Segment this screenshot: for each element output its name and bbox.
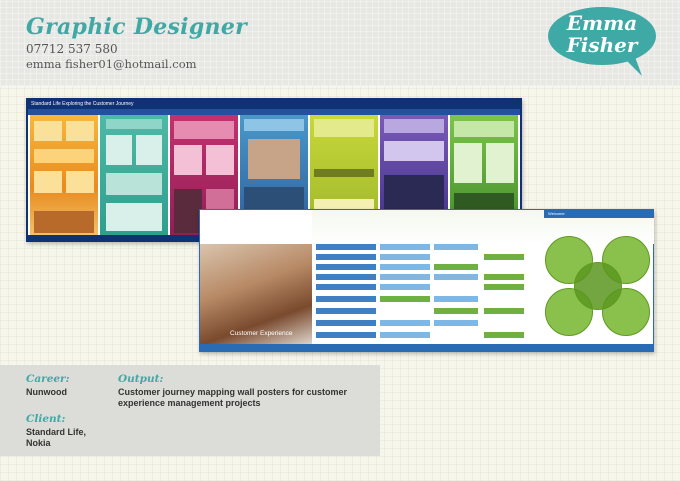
career-label: Career: [26, 373, 70, 385]
client-value-line1: Standard Life, [26, 427, 87, 437]
client-value-line2: Nokia [26, 438, 51, 448]
name-logo: Emma Fisher [546, 6, 658, 78]
job-title: Graphic Designer [26, 14, 248, 40]
client-label: Client: [26, 413, 66, 425]
speech-bubble-icon [548, 7, 656, 76]
email-address[interactable]: emma fisher01@hotmail.com [26, 57, 197, 71]
output-value-line2: experience management projects [118, 398, 261, 408]
venn-circle-top-left [545, 236, 593, 284]
output-label: Output: [118, 373, 164, 385]
poster-title: Standard Life Exploring the Customer Jou… [28, 100, 520, 109]
poster-column-orange [30, 115, 98, 237]
poster2-footer-bar [200, 344, 653, 351]
project-info-panel: Career: Nunwood Client: Standard Life, N… [0, 365, 380, 456]
venn-circle-center [574, 262, 622, 310]
output-value-line1: Customer journey mapping wall posters fo… [118, 387, 348, 397]
logo-first-name: Emma [566, 11, 638, 35]
logo-text: Emma Fisher [546, 12, 658, 56]
phone-number: 07712 537 580 [26, 42, 118, 56]
poster-subheader [28, 109, 520, 115]
nokia-poster: Welcome Customer Experience [199, 209, 654, 352]
poster2-header-strip: Welcome [544, 210, 654, 218]
poster2-caption: Customer Experience [230, 330, 293, 337]
career-value: Nunwood [26, 387, 67, 397]
customer-photo [200, 244, 312, 348]
journey-flow-grid [314, 244, 540, 344]
poster-column-teal [100, 115, 168, 237]
logo-last-name: Fisher [566, 33, 638, 57]
